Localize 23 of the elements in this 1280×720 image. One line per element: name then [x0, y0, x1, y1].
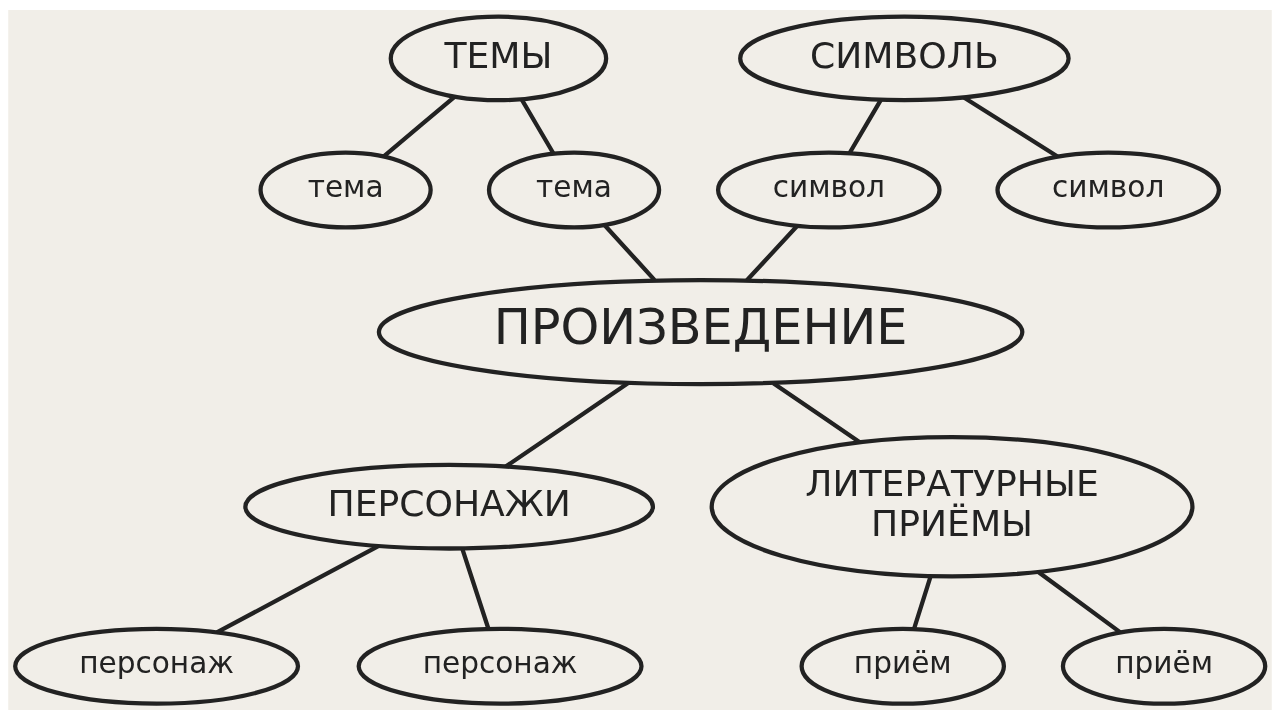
node-ellipse: персонаж — [356, 626, 644, 706]
node-ellipse: ТЕМЫ — [388, 14, 609, 103]
connector — [460, 547, 491, 630]
node-ellipse: символ — [715, 150, 942, 230]
node-ellipse: символ — [995, 150, 1222, 230]
connector — [215, 544, 380, 635]
node-ellipse: приём — [1060, 626, 1268, 706]
node-ellipse: тема — [486, 150, 662, 230]
connector — [745, 224, 799, 282]
node-ellipse: персонаж — [13, 626, 301, 706]
connector — [1037, 570, 1122, 635]
connector — [847, 98, 883, 155]
connector — [603, 223, 656, 282]
connector — [772, 381, 861, 444]
connector — [520, 98, 556, 155]
node-ellipse: СИМВОЛЬ — [738, 14, 1071, 103]
connector — [382, 95, 456, 159]
node-ellipse: ПРОИЗВЕДЕНИЕ — [376, 277, 1025, 387]
node-ellipse: тема — [258, 150, 433, 230]
node-ellipse: ПЕРСОНАЖИ — [243, 462, 656, 551]
connector — [912, 575, 933, 630]
node-ellipse: приём — [799, 626, 1007, 706]
node-ellipse: ЛИТЕРАТУРНЫЕ ПРИЁМЫ — [709, 435, 1195, 579]
